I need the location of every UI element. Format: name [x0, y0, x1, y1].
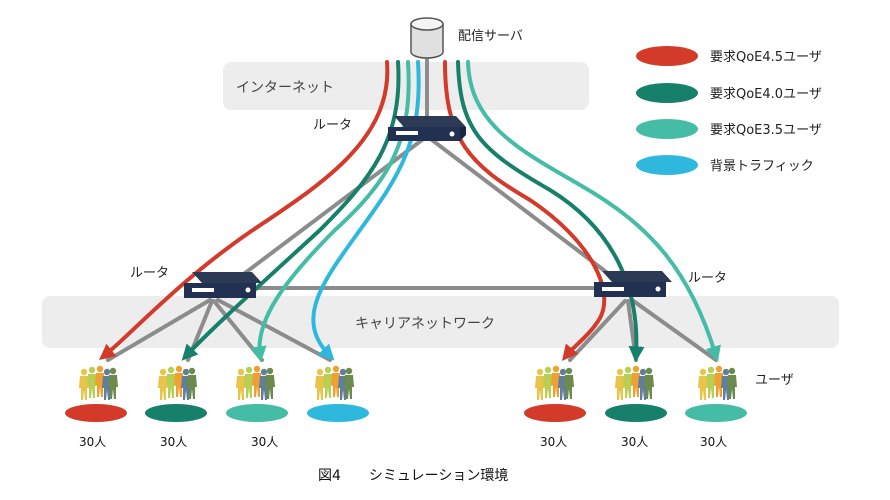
- people-icon: [615, 365, 654, 400]
- server-icon: [410, 23, 444, 59]
- legend-swatch: [636, 83, 698, 103]
- people-icon: [698, 365, 737, 400]
- router-top: ルータ: [313, 116, 466, 141]
- legend-item-qoe45: 要求QoE4.5ユーザ: [636, 46, 822, 66]
- people-icon: [315, 365, 354, 400]
- legend-swatch: [636, 46, 698, 66]
- flow-lgreen-right: [466, 60, 721, 363]
- user-count: 30人: [621, 435, 648, 449]
- link-left-user4: [216, 298, 332, 362]
- link-top-right: [430, 138, 628, 289]
- user-group-7: 30人: [685, 365, 747, 449]
- legend-label: 要求QoE4.0ユーザ: [710, 87, 822, 102]
- server-label: 配信サーバ: [458, 29, 523, 44]
- people-icon: [79, 365, 118, 400]
- user-group-ellipse: [65, 404, 127, 422]
- router-top-label: ルータ: [313, 118, 352, 133]
- user-count: 30人: [79, 435, 106, 449]
- router-icon: [184, 272, 262, 298]
- router-left: ルータ: [130, 266, 262, 298]
- user-group-1: 30人: [65, 365, 127, 449]
- people-icon: [158, 365, 197, 400]
- people-icon: [535, 365, 574, 400]
- users-label: ユーザ: [755, 373, 794, 388]
- internet-band: [223, 62, 589, 110]
- user-count: 30人: [700, 435, 727, 449]
- router-icon: [388, 116, 466, 141]
- router-left-label: ルータ: [130, 266, 169, 281]
- user-group-4: [307, 365, 369, 422]
- legend-item-background: 背景トラフィック: [636, 155, 814, 175]
- user-group-ellipse: [524, 404, 586, 422]
- router-icon: [594, 271, 672, 297]
- user-group-ellipse: [685, 404, 747, 422]
- people-icon: [236, 365, 275, 400]
- user-count: 30人: [251, 435, 278, 449]
- legend-label: 要求QoE4.5ユーザ: [710, 50, 822, 65]
- internet-band-label: インターネット: [236, 80, 334, 96]
- flow-dgreen-left: [181, 60, 401, 361]
- figure-caption: 図4 シミュレーション環境: [318, 468, 508, 484]
- legend-swatch: [636, 119, 698, 139]
- user-count: 30人: [540, 435, 567, 449]
- flow-dgreen-right: [456, 60, 645, 363]
- user-group-3: 30人: [226, 365, 288, 449]
- link-right-user7: [630, 298, 718, 362]
- legend-label: 要求QoE3.5ユーザ: [710, 123, 822, 138]
- user-count: 30人: [160, 435, 187, 449]
- router-right: ルータ: [594, 271, 727, 297]
- user-groups: 30人 30人 30人 30人 30人 30人: [65, 365, 794, 449]
- legend-item-qoe35: 要求QoE3.5ユーザ: [636, 119, 822, 139]
- distribution-server: 配信サーバ: [410, 17, 523, 59]
- link-right-user5: [568, 299, 627, 362]
- user-group-ellipse: [226, 404, 288, 422]
- legend-swatch: [636, 155, 698, 175]
- user-group-5: 30人: [524, 365, 586, 449]
- user-group-2: 30人: [145, 365, 207, 449]
- router-right-label: ルータ: [688, 271, 727, 286]
- carrier-network-band-label: キャリアネットワーク: [355, 316, 495, 332]
- legend: 要求QoE4.5ユーザ 要求QoE4.0ユーザ 要求QoE3.5ユーザ 背景トラ…: [636, 46, 822, 175]
- user-group-ellipse: [145, 404, 207, 422]
- user-group-ellipse: [605, 404, 667, 422]
- legend-item-qoe40: 要求QoE4.0ユーザ: [636, 83, 822, 103]
- user-group-6: 30人: [605, 365, 667, 449]
- link-left-user1: [106, 298, 212, 362]
- user-group-ellipse: [307, 404, 369, 422]
- flow-red-left: [99, 60, 390, 361]
- legend-label: 背景トラフィック: [710, 159, 814, 174]
